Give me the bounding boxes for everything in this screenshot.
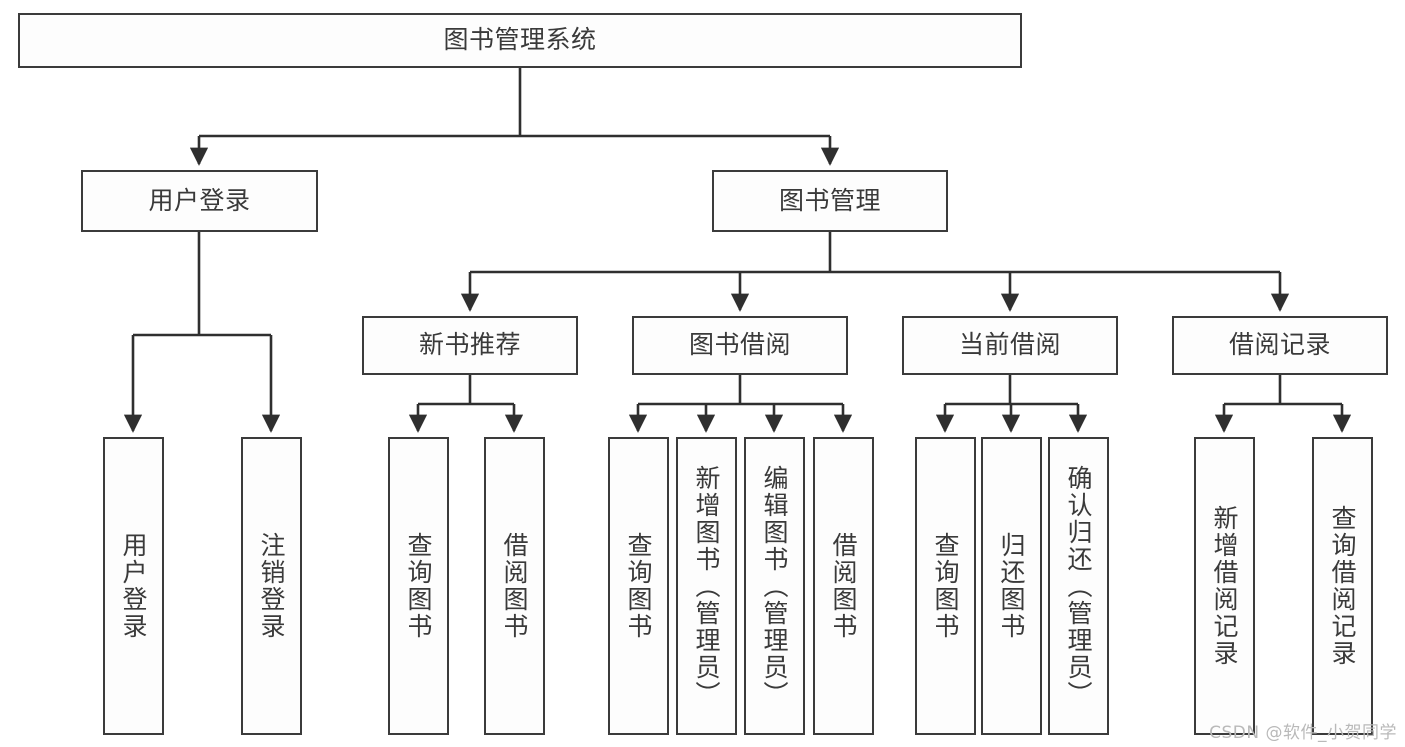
node-label: 借阅记录 [1228,330,1331,360]
node-label: 新增借阅记录 [1210,505,1239,667]
leaf-new-book-borrow-book[interactable]: 借阅图书 [484,437,545,735]
node-label: 确认归还（管理员） [1064,464,1093,708]
leaf-current-borrow-confirm-return-admin[interactable]: 确认归还（管理员） [1048,437,1109,735]
node-label: 新增图书（管理员） [692,464,721,708]
node-current-borrow[interactable]: 当前借阅 [902,316,1118,375]
leaf-new-book-query-book[interactable]: 查询图书 [388,437,449,735]
node-label: 图书管理 [778,185,881,215]
leaf-user-login-logout[interactable]: 注销登录 [241,437,302,735]
leaf-borrow-record-add-record[interactable]: 新增借阅记录 [1194,437,1255,735]
node-borrow-record[interactable]: 借阅记录 [1172,316,1388,375]
node-label: 查询图书 [931,532,960,640]
node-label: 借阅图书 [829,532,858,640]
node-label: 注销登录 [257,532,286,640]
node-label: 用户登录 [119,532,148,640]
node-label: 用户登录 [148,185,251,215]
node-user-login[interactable]: 用户登录 [81,170,318,232]
node-book-borrow[interactable]: 图书借阅 [632,316,848,375]
leaf-user-login-login[interactable]: 用户登录 [103,437,164,735]
node-label: 图书借阅 [688,330,791,360]
node-label: 查询图书 [624,532,653,640]
watermark: CSDN @软件_小贺同学 [1209,723,1397,743]
node-new-book-recommend[interactable]: 新书推荐 [362,316,578,375]
leaf-book-borrow-query-book[interactable]: 查询图书 [608,437,669,735]
leaf-book-borrow-edit-book-admin[interactable]: 编辑图书（管理员） [744,437,805,735]
node-label: 当前借阅 [958,330,1061,360]
node-label: 新书推荐 [418,330,521,360]
leaf-book-borrow-add-book-admin[interactable]: 新增图书（管理员） [676,437,737,735]
node-label: 图书管理系统 [443,25,597,55]
leaf-borrow-record-query-record[interactable]: 查询借阅记录 [1312,437,1373,735]
leaf-book-borrow-borrow-book[interactable]: 借阅图书 [813,437,874,735]
node-label: 查询图书 [404,532,433,640]
node-label: 编辑图书（管理员） [760,464,789,708]
node-book-management-system[interactable]: 图书管理系统 [18,13,1022,68]
node-label: 借阅图书 [500,532,529,640]
node-label: 查询借阅记录 [1328,505,1357,667]
leaf-current-borrow-return-book[interactable]: 归还图书 [981,437,1042,735]
node-label: 归还图书 [997,532,1026,640]
leaf-current-borrow-query-book[interactable]: 查询图书 [915,437,976,735]
node-book-management[interactable]: 图书管理 [712,170,948,232]
